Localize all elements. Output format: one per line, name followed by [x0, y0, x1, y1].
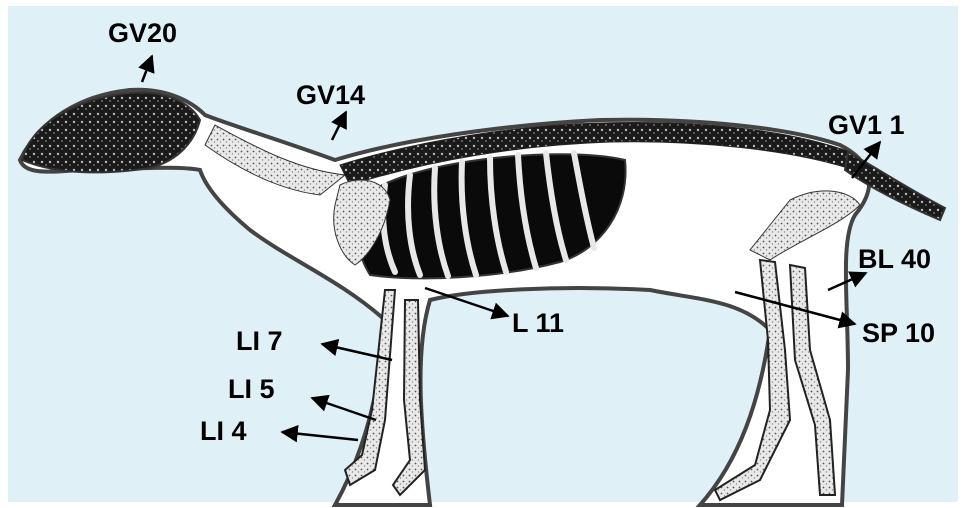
label-li4: LI 4	[200, 416, 247, 446]
label-gv14: GV14	[296, 80, 365, 110]
label-sp10: SP 10	[862, 318, 935, 348]
arrow-li4	[282, 432, 358, 440]
label-bl40: BL 40	[858, 244, 931, 274]
label-gv20: GV20	[108, 18, 177, 48]
label-l11: L 11	[512, 308, 564, 338]
arrow-gv14	[332, 112, 346, 140]
label-li7: LI 7	[236, 326, 283, 356]
label-li5: LI 5	[228, 374, 275, 404]
arrow-li5	[312, 398, 376, 420]
arrow-gv20	[142, 56, 152, 82]
label-gv11: GV1 1	[828, 110, 905, 140]
